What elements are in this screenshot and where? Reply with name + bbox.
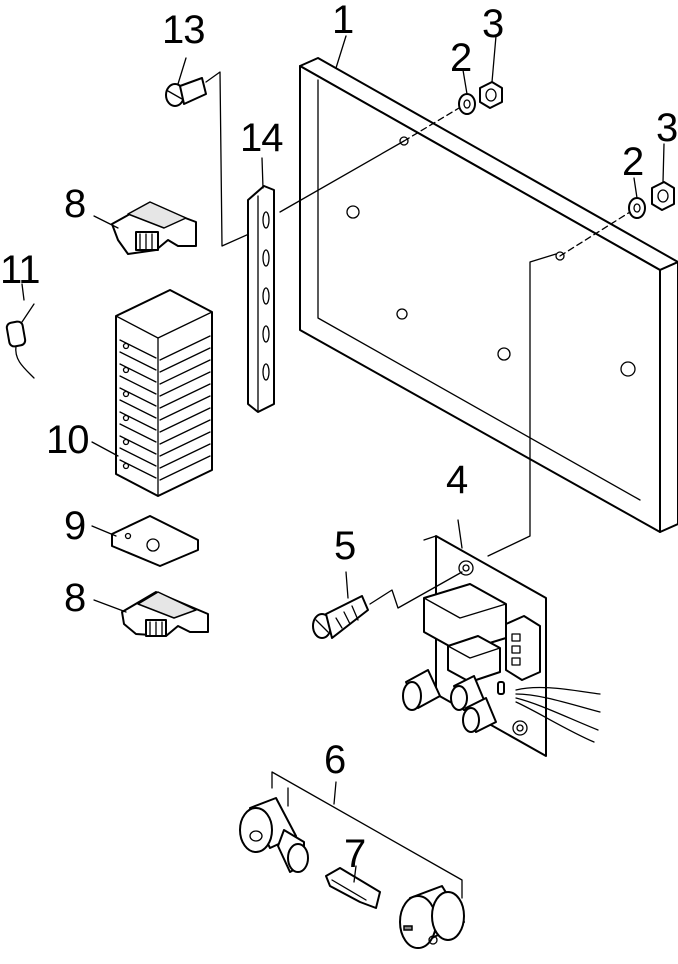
long-screw <box>312 595 369 639</box>
callout-14: 14 <box>240 116 283 160</box>
wire-bundle <box>515 686 601 743</box>
seal-insert <box>325 867 381 909</box>
circuit-board <box>402 535 601 757</box>
end-plate <box>111 515 199 567</box>
nut-upper <box>479 81 503 109</box>
gland-body-left <box>239 787 309 873</box>
washer-upper <box>458 93 476 115</box>
bracket-6 <box>271 771 463 899</box>
callout-9: 9 <box>64 504 86 548</box>
capacitor-1 <box>402 669 441 711</box>
screw-13 <box>165 77 207 107</box>
callout-8-lower: 8 <box>64 576 86 620</box>
terminal-block-stack <box>115 289 213 497</box>
callout-2-lower: 2 <box>622 140 644 184</box>
connector-block <box>505 615 541 681</box>
callout-4: 4 <box>446 458 468 502</box>
callout-13: 13 <box>162 8 205 52</box>
din-rail <box>247 185 275 413</box>
callout-3-lower: 3 <box>656 106 678 150</box>
end-clamp-upper <box>111 201 197 255</box>
capacitor-3 <box>462 697 497 733</box>
leader-line-1 <box>335 35 347 69</box>
capacitor-2 <box>450 675 485 711</box>
relay-component-small <box>447 635 501 683</box>
gland-body-right <box>399 885 465 949</box>
callout-1: 1 <box>332 0 354 42</box>
washer-lower <box>628 197 646 219</box>
end-clamp-lower <box>121 591 209 637</box>
resistor <box>5 303 35 379</box>
mounting-plate <box>299 57 678 533</box>
callout-10: 10 <box>46 418 89 462</box>
nut-lower <box>651 181 675 211</box>
callout-5: 5 <box>334 524 356 568</box>
callout-11: 11 <box>0 248 41 292</box>
callout-3-upper: 3 <box>482 2 504 46</box>
callout-2-upper: 2 <box>450 36 472 80</box>
terminal-rows <box>119 335 211 481</box>
callout-6: 6 <box>324 738 346 782</box>
callout-8-upper: 8 <box>64 182 86 226</box>
callout-7: 7 <box>344 832 366 876</box>
